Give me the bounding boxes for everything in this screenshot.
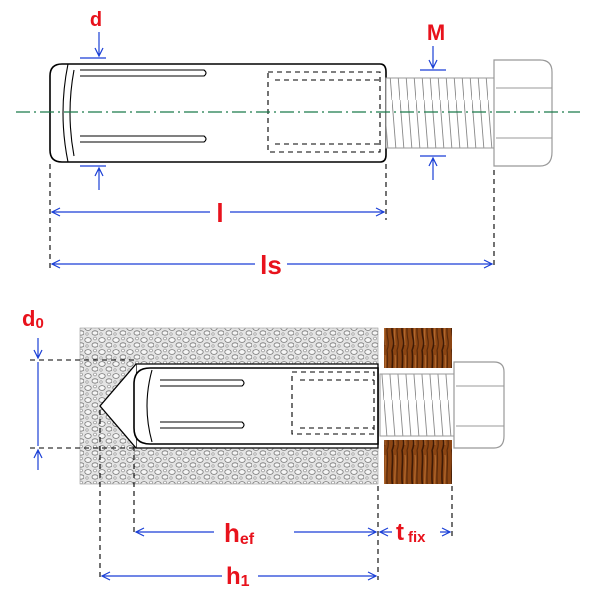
installed-slot-top <box>160 379 245 387</box>
h1-arrows <box>100 571 378 581</box>
d-arrow-bottom <box>94 166 104 190</box>
concrete-top <box>80 328 378 364</box>
concrete-bottom <box>80 448 378 484</box>
label-hef: hef <box>224 518 255 548</box>
slot-bottom <box>80 135 207 143</box>
label-l: l <box>216 198 223 228</box>
l-arrows <box>50 207 386 217</box>
label-M: M <box>427 20 445 45</box>
d0-arrow-bottom <box>33 448 43 470</box>
label-d: d <box>90 9 102 31</box>
tfix-arrows <box>378 527 452 537</box>
bolt-thread <box>385 77 497 149</box>
d-arrow-top <box>94 32 104 58</box>
top-anchor-view: d M l ls <box>16 9 580 280</box>
installed-bolt-head <box>453 361 505 449</box>
installed-sleeve <box>133 367 379 445</box>
wood-fixture-top <box>384 328 452 368</box>
installed-bolt-thread <box>379 373 455 437</box>
hef-arrows <box>134 527 378 537</box>
anchor-sleeve <box>49 63 387 163</box>
drill-tip <box>99 363 137 449</box>
label-d0: d0 <box>22 306 44 332</box>
label-h1: h1 <box>226 563 250 590</box>
label-ls: ls <box>260 250 282 280</box>
slot-top <box>80 69 207 77</box>
d0-arrow-top <box>33 338 43 360</box>
ls-arrows <box>50 259 494 269</box>
sleeve-edge-inner <box>69 69 75 157</box>
m-arrow-top <box>428 46 438 70</box>
installed-slot-bottom <box>160 421 245 429</box>
wood-fixture-bottom <box>384 440 452 484</box>
bolt-head <box>493 59 553 167</box>
m-arrow-bottom <box>428 156 438 180</box>
sleeve-edge <box>62 63 69 163</box>
installed-internal-thread <box>291 371 375 435</box>
installed-sleeve-edge <box>146 369 153 443</box>
